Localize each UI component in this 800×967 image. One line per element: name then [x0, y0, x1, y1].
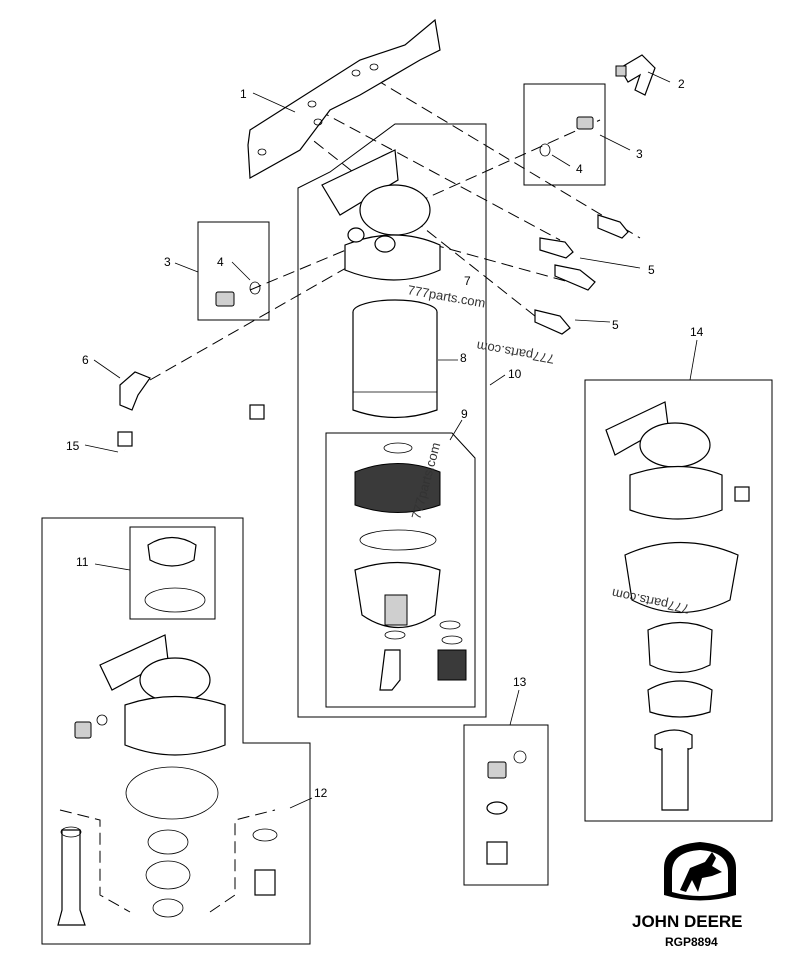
callout-10: 10	[508, 367, 522, 381]
callout-9: 9	[461, 407, 468, 421]
plug-right	[539, 116, 594, 157]
repair-kit-box	[41, 517, 311, 945]
callout-5b: 5	[612, 318, 619, 332]
callout-11: 11	[76, 555, 89, 569]
plug-kit-box-right	[523, 83, 606, 186]
callout-3b: 3	[164, 255, 171, 269]
leader-lines	[84, 71, 698, 809]
seal-rings	[125, 766, 219, 918]
diagram-code: RGP8894	[665, 935, 718, 949]
deer-logo-icon	[664, 842, 736, 901]
callout-13: 13	[513, 675, 527, 689]
bolts	[534, 214, 629, 335]
mounting-bracket	[247, 18, 441, 179]
filter-head-left	[74, 634, 226, 756]
filter-assembly-box	[297, 123, 487, 718]
callout-14: 14	[690, 325, 704, 339]
water-separator-box	[584, 379, 773, 822]
elbow-left	[119, 371, 151, 411]
callout-3a: 3	[636, 147, 643, 161]
watermark-text: 777parts.com	[475, 338, 555, 366]
plug-left	[215, 281, 261, 307]
bowl-kit	[354, 442, 467, 691]
valve-kit	[486, 750, 527, 865]
filter-head	[321, 149, 441, 281]
callout-12: 12	[314, 786, 328, 800]
elbow-fitting	[615, 54, 656, 96]
brand-name: JOHN DEERE	[632, 912, 743, 931]
fuel-hose	[117, 392, 265, 493]
callout-8: 8	[460, 351, 467, 365]
callout-labels: 1 2 3 4 3 4 5 5 6 7 8 10 9 15 11 12 13 1…	[66, 77, 704, 800]
valve-kit-box	[463, 724, 549, 886]
bowl-kit-box	[325, 432, 476, 708]
callout-7: 7	[464, 274, 471, 288]
plug-kit-box-left	[197, 221, 270, 321]
callout-15: 15	[66, 439, 80, 453]
drain-bolt	[57, 826, 86, 926]
callout-4a: 4	[576, 162, 583, 176]
filter-element	[352, 299, 438, 419]
callout-2: 2	[678, 77, 685, 91]
kit-group-lines	[59, 809, 276, 913]
callout-1: 1	[240, 87, 247, 101]
water-separator	[605, 401, 750, 811]
callout-6: 6	[82, 353, 89, 367]
drain-valve	[252, 828, 278, 896]
callout-5a: 5	[648, 263, 655, 277]
callout-4b: 4	[217, 255, 224, 269]
cap-kit-box	[129, 526, 216, 620]
cap-kit	[144, 536, 206, 613]
